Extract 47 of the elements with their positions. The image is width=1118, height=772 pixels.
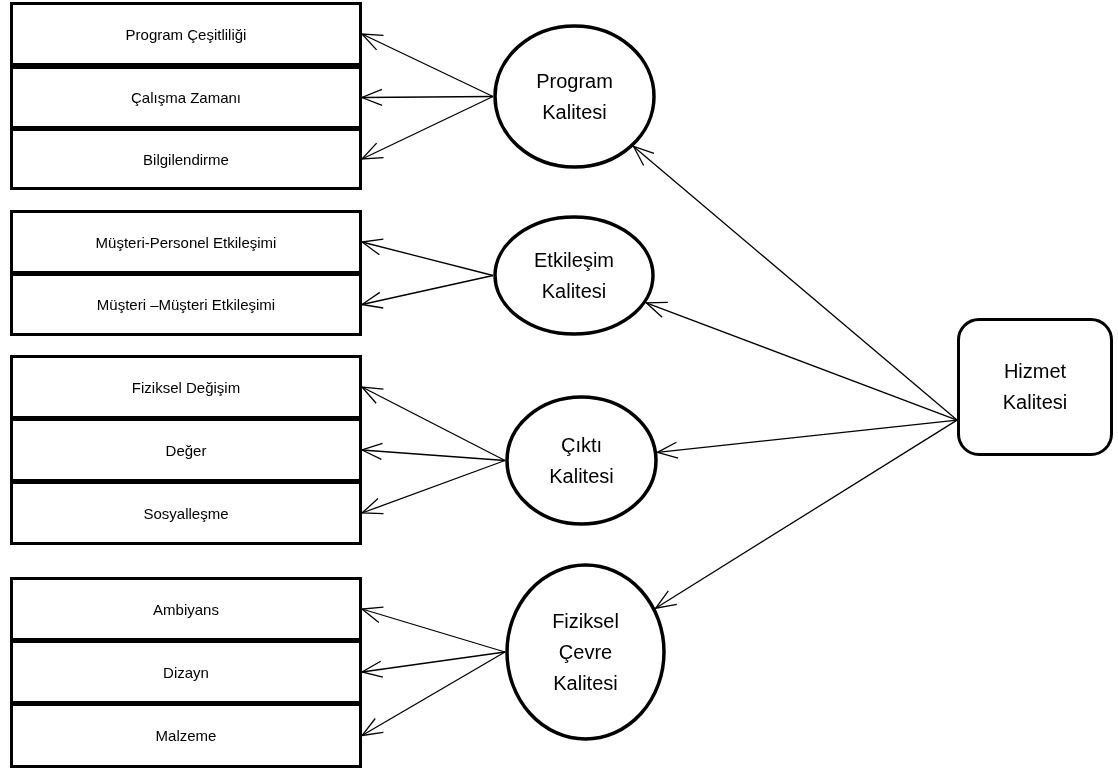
node-label: Dizayn (163, 663, 209, 681)
node-label: Program Kalitesi (535, 68, 614, 125)
node-label: Malzeme (155, 727, 217, 744)
arrow (361, 88, 494, 106)
arrow (361, 459, 506, 515)
dimension-ellipse (493, 215, 655, 336)
item-box (10, 128, 362, 190)
node-label: Müşteri-Personel Etkileşimi (95, 233, 277, 251)
node-label: Çalışma Zamanı (130, 89, 241, 106)
node-label: Etkileşim Kalitesi (533, 247, 615, 304)
item-box (10, 210, 362, 274)
node-label: Fiziksel Değişim (131, 378, 241, 396)
arrow (361, 651, 506, 678)
item-box (10, 640, 362, 704)
node-label: Bilgilendirme (143, 150, 229, 168)
arrow (361, 33, 494, 98)
arrow (632, 145, 958, 421)
node-label: Hizmet Kalitesi (1001, 359, 1069, 415)
item-box (10, 703, 362, 768)
arrow (361, 606, 506, 653)
arrow (361, 274, 494, 309)
arrow (645, 301, 958, 421)
node-label: Ambiyans (153, 600, 219, 618)
node-label: Çıktı Kalitesi (548, 432, 615, 489)
item-box (10, 481, 362, 545)
node-label: Program Çeşitliliği (125, 25, 247, 43)
item-box (10, 66, 362, 129)
item-box (10, 418, 362, 482)
arrow (361, 386, 506, 462)
arrow (656, 419, 958, 459)
arrow (361, 442, 506, 462)
node-label: Değer (165, 441, 207, 459)
item-box (10, 273, 362, 336)
node-label: Sosyalleşme (143, 504, 229, 522)
item-box (10, 355, 362, 419)
dimension-ellipse (505, 563, 666, 741)
rounded-box (957, 318, 1113, 456)
node-label: Fiziksel Çevre Kalitesi (551, 608, 620, 696)
dimension-ellipse (505, 395, 658, 526)
item-box (10, 577, 362, 641)
arrow (361, 95, 494, 160)
item-box (10, 2, 362, 66)
arrow (361, 238, 494, 277)
arrow (361, 651, 506, 737)
node-label: Müşteri –Müşteri Etkileşimi (96, 296, 276, 313)
dimension-ellipse (493, 24, 656, 169)
arrow (654, 419, 958, 609)
